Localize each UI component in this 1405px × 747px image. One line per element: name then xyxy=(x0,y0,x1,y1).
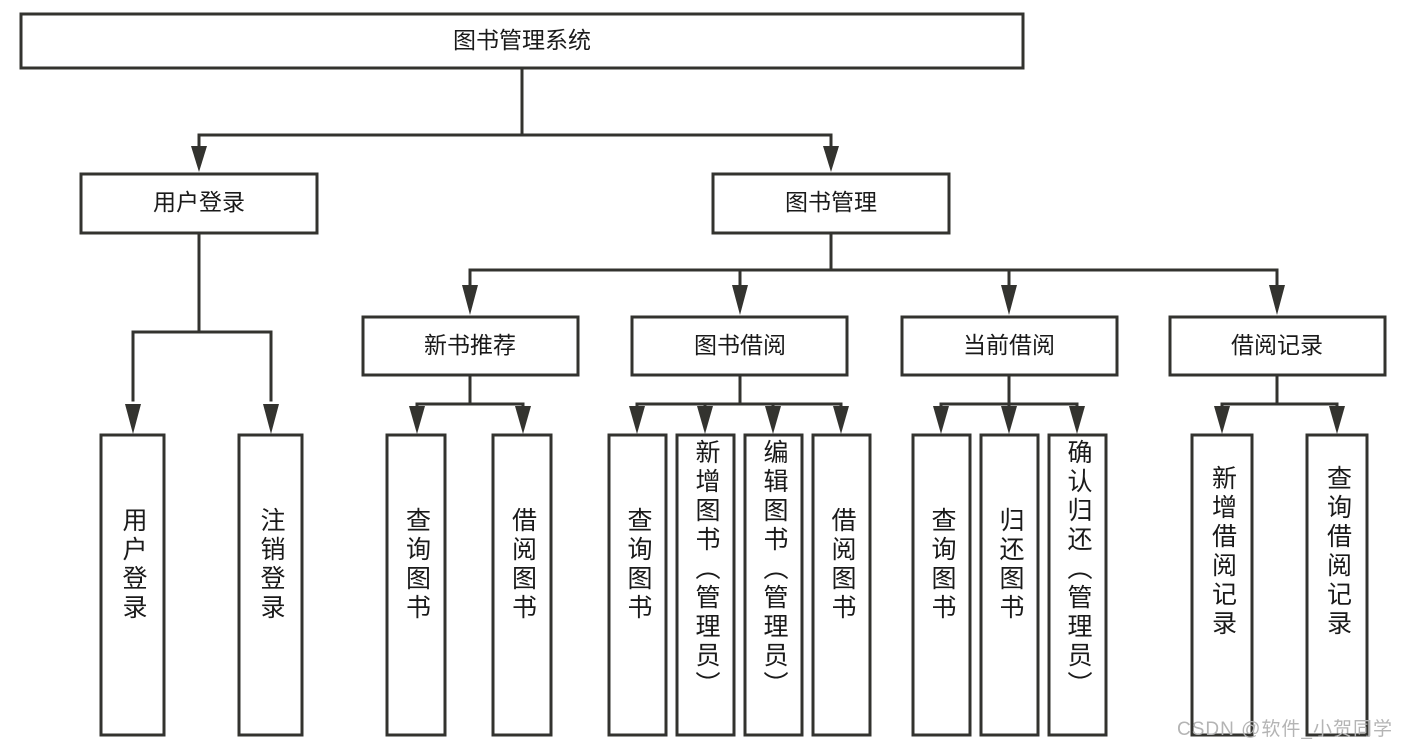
arrow-head-user-login xyxy=(191,146,207,172)
node-user-login-box[interactable] xyxy=(79,172,319,235)
node-leaf-query-record[interactable]: 查询借阅记录 xyxy=(1305,433,1369,737)
node-leaf-add-record-label: 新增借阅记录 xyxy=(1208,465,1237,639)
node-leaf-confirm-return-box[interactable] xyxy=(1047,433,1108,737)
arrow-head-leaf-return-book xyxy=(1001,406,1017,434)
node-leaf-query-record-label: 查询借阅记录 xyxy=(1323,465,1352,639)
node-new-book-recommend-label: 新书推荐 xyxy=(424,332,516,358)
node-leaf-user-login[interactable]: 用户登录 xyxy=(99,433,166,737)
node-root[interactable]: 图书管理系统 xyxy=(19,12,1025,70)
node-root-label: 图书管理系统 xyxy=(453,27,591,53)
node-root-box[interactable] xyxy=(19,12,1025,70)
node-leaf-confirm-return-label: 确认归还（管理员） xyxy=(1064,439,1092,700)
node-leaf-edit-book-box[interactable] xyxy=(743,433,804,737)
node-leaf-add-record-box[interactable] xyxy=(1190,433,1254,737)
node-leaf-query-book-1-label: 查询图书 xyxy=(402,507,431,623)
node-book-borrow[interactable]: 图书借阅 xyxy=(630,315,849,377)
node-leaf-query-book-2-label: 查询图书 xyxy=(624,507,652,623)
node-leaf-edit-book-label: 编辑图书（管理员） xyxy=(760,439,788,700)
arrow-head-leaf-add-book xyxy=(697,406,713,434)
node-current-borrow-box[interactable] xyxy=(900,315,1119,377)
node-leaf-add-book-label: 新增图书（管理员） xyxy=(692,439,720,700)
arrow-head-leaf-query-book-1 xyxy=(409,406,425,434)
node-leaf-query-book-1[interactable]: 查询图书 xyxy=(385,433,447,737)
node-borrow-record-box[interactable] xyxy=(1168,315,1387,377)
arrow-head-leaf-edit-book xyxy=(765,406,781,434)
node-leaf-user-login-label: 用户登录 xyxy=(119,507,147,623)
node-leaf-borrow-book-1-label: 借阅图书 xyxy=(508,507,537,623)
node-leaf-edit-book[interactable]: 编辑图书（管理员） xyxy=(743,433,804,737)
arrow-head-new-book-recommend xyxy=(462,285,478,315)
node-leaf-query-record-box[interactable] xyxy=(1305,433,1369,737)
node-leaf-query-book-2[interactable]: 查询图书 xyxy=(607,433,668,737)
node-book-manage[interactable]: 图书管理 xyxy=(711,172,951,235)
node-leaf-add-book-box[interactable] xyxy=(675,433,736,737)
node-book-manage-box[interactable] xyxy=(711,172,951,235)
node-leaf-query-book-3-label: 查询图书 xyxy=(928,507,956,623)
node-new-book-recommend-box[interactable] xyxy=(361,315,580,377)
node-leaf-return-book-label: 归还图书 xyxy=(996,507,1024,623)
node-book-borrow-box[interactable] xyxy=(630,315,849,377)
arrow-head-borrow-record xyxy=(1269,285,1285,315)
node-leaf-borrow-book-2-label: 借阅图书 xyxy=(828,507,856,623)
node-leaf-add-book[interactable]: 新增图书（管理员） xyxy=(675,433,736,737)
node-book-manage-label: 图书管理 xyxy=(785,189,877,215)
node-leaf-borrow-book-2[interactable]: 借阅图书 xyxy=(811,433,872,737)
arrow-head-book-manage xyxy=(823,146,839,172)
arrow-head-leaf-borrow-book-1 xyxy=(515,406,531,434)
arrow-head-leaf-add-record xyxy=(1214,406,1230,434)
arrow-head-book-borrow xyxy=(732,285,748,315)
edges-layer xyxy=(125,66,1345,434)
node-borrow-record[interactable]: 借阅记录 xyxy=(1168,315,1387,377)
node-book-borrow-label: 图书借阅 xyxy=(694,332,786,358)
arrow-head-leaf-confirm-return xyxy=(1069,406,1085,434)
node-leaf-user-login-box[interactable] xyxy=(99,433,166,737)
arrow-head-leaf-query-book-2 xyxy=(629,406,645,434)
node-user-login[interactable]: 用户登录 xyxy=(79,172,319,235)
node-leaf-borrow-book-1[interactable]: 借阅图书 xyxy=(491,433,553,737)
node-leaf-return-book-box[interactable] xyxy=(979,433,1040,737)
node-leaf-add-record[interactable]: 新增借阅记录 xyxy=(1190,433,1254,737)
node-leaf-confirm-return[interactable]: 确认归还（管理员） xyxy=(1047,433,1108,737)
node-leaf-query-book-2-box[interactable] xyxy=(607,433,668,737)
node-leaf-logout-login-box[interactable] xyxy=(237,433,304,737)
node-new-book-recommend[interactable]: 新书推荐 xyxy=(361,315,580,377)
arrow-head-leaf-borrow-book-2 xyxy=(833,406,849,434)
node-leaf-query-book-3-box[interactable] xyxy=(911,433,972,737)
arrow-head-leaf-user-login xyxy=(125,404,141,434)
node-leaf-logout-login[interactable]: 注销登录 xyxy=(237,433,304,737)
node-leaf-logout-login-label: 注销登录 xyxy=(257,507,285,623)
arrow-head-leaf-query-book-3 xyxy=(933,406,949,434)
arrow-head-leaf-logout-login xyxy=(263,404,279,434)
arrow-head-leaf-query-record xyxy=(1329,406,1345,434)
arrow-head-current-borrow xyxy=(1001,285,1017,315)
node-leaf-borrow-book-1-box[interactable] xyxy=(491,433,553,737)
node-leaf-borrow-book-2-box[interactable] xyxy=(811,433,872,737)
node-user-login-label: 用户登录 xyxy=(153,189,245,215)
node-leaf-query-book-1-box[interactable] xyxy=(385,433,447,737)
node-current-borrow-label: 当前借阅 xyxy=(963,332,1055,358)
node-leaf-return-book[interactable]: 归还图书 xyxy=(979,433,1040,737)
node-leaf-query-book-3[interactable]: 查询图书 xyxy=(911,433,972,737)
node-borrow-record-label: 借阅记录 xyxy=(1231,332,1323,358)
node-current-borrow[interactable]: 当前借阅 xyxy=(900,315,1119,377)
